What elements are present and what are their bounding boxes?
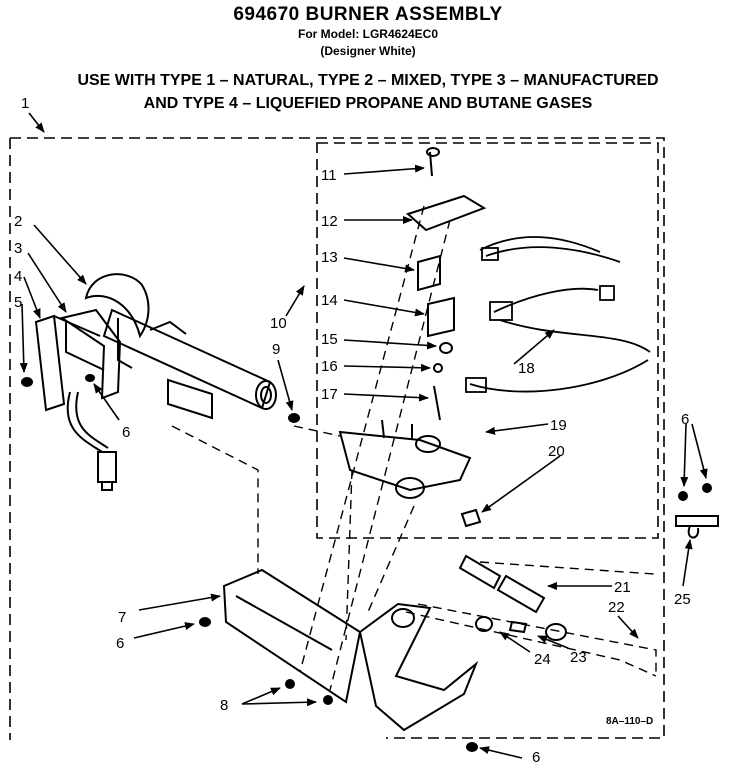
igniter-bracket [34,314,101,412]
callout-6-right: 6 [681,411,689,428]
igniter-wire [66,391,117,491]
callout-21: 21 [614,579,631,596]
fastener-screws [21,374,712,752]
callout-6-bracket: 6 [116,635,124,652]
callout-6-bottom: 6 [532,749,540,766]
valve-stack [406,147,487,421]
pipe-nipple [458,554,546,614]
callout-9: 9 [272,341,280,358]
burner-tube [102,308,277,410]
clip-bracket [675,515,719,539]
sensor-plate [167,378,213,420]
valve-assembly-boundary [316,142,659,539]
drawing-code: 8A–110–D [606,716,653,727]
gas-types-line-2: AND TYPE 4 – LIQUEFIED PROPANE AND BUTAN… [143,95,593,112]
leader-lines [19,112,708,759]
gas-types-line-1: USE WITH TYPE 1 – NATURAL, TYPE 2 – MIXE… [77,72,659,89]
callout-20: 20 [548,443,565,460]
callout-4: 4 [14,268,22,285]
callout-17: 17 [321,386,338,403]
flame-spreader [84,273,150,339]
callout-11: 11 [321,167,337,184]
callout-13: 13 [321,249,338,266]
valve-fittings [475,616,567,641]
callout-12: 12 [321,213,338,230]
model-color: (Designer White) [320,44,416,58]
assembly-boundary [10,137,665,739]
callout-25: 25 [674,591,691,608]
mounting-bracket [222,568,479,732]
callout-22: 22 [608,599,625,616]
callout-6-left: 6 [122,424,130,441]
callout-15: 15 [321,331,338,348]
callout-23: 23 [570,649,587,666]
alignment-lines [171,205,657,691]
callout-16: 16 [321,358,338,375]
callout-7: 7 [118,609,126,626]
wiring-harness [465,236,651,393]
nozzle [460,508,482,528]
callout-10: 10 [270,315,287,332]
callout-14: 14 [321,292,338,309]
model-number: For Model: LGR4624EC0 [297,27,439,41]
callout-2: 2 [14,213,22,230]
callout-19: 19 [550,417,567,434]
callout-5: 5 [14,294,22,311]
callout-18: 18 [518,360,535,377]
callout-3: 3 [14,240,22,257]
callout-24: 24 [534,651,551,668]
diagram-title: 694670 BURNER ASSEMBLY [233,4,503,25]
callout-8: 8 [220,697,228,714]
callout-1: 1 [21,95,29,112]
burner-bracket [59,308,122,400]
gas-valve-body [338,419,472,499]
